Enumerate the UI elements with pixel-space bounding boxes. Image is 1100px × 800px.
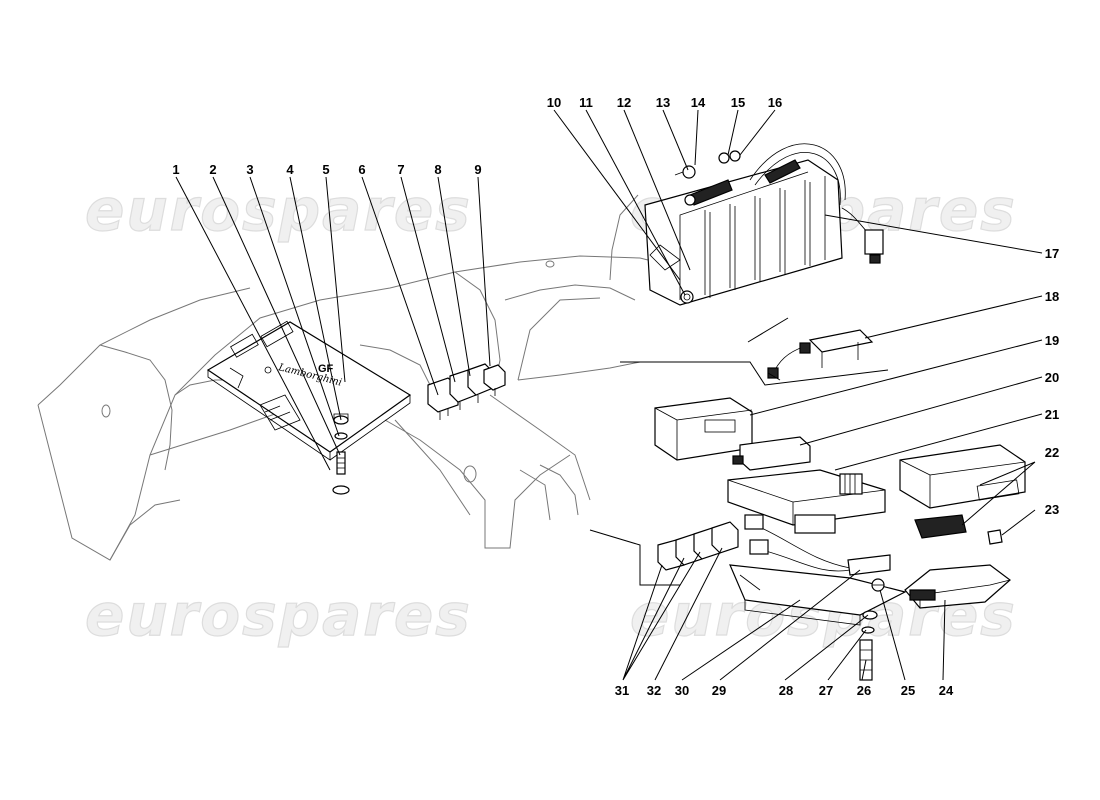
callout-29: 29 xyxy=(712,683,726,698)
part-18-frame xyxy=(620,317,889,386)
callout-26: 26 xyxy=(857,683,871,698)
relay-cluster-lower xyxy=(589,521,739,586)
callout-23: 23 xyxy=(1045,502,1059,517)
watermark-top-left: eurospares xyxy=(85,176,472,244)
callout-12: 12 xyxy=(617,95,631,110)
callout-6: 6 xyxy=(358,162,365,177)
callout-11: 11 xyxy=(579,95,593,110)
callout-31: 31 xyxy=(615,683,629,698)
callout-2: 2 xyxy=(209,162,216,177)
callout-21: 21 xyxy=(1045,407,1059,422)
callout-28: 28 xyxy=(779,683,793,698)
watermark-bottom-left: eurospares xyxy=(85,581,472,649)
callout-10: 10 xyxy=(547,95,561,110)
callout-18: 18 xyxy=(1045,289,1059,304)
callout-32: 32 xyxy=(647,683,661,698)
wiring-harness-29 xyxy=(744,514,891,576)
fuse-23 xyxy=(987,529,1003,545)
electronic-unit-22 xyxy=(899,444,1026,539)
callout-4: 4 xyxy=(286,162,294,177)
callout-7: 7 xyxy=(397,162,404,177)
callout-27: 27 xyxy=(819,683,833,698)
callout-20: 20 xyxy=(1045,370,1059,385)
callout-13: 13 xyxy=(656,95,670,110)
control-module-19 xyxy=(654,397,753,461)
callout-19: 19 xyxy=(1045,333,1059,348)
callout-labels: 1 2 3 4 5 6 7 8 9 10 11 12 13 14 15 16 1… xyxy=(172,95,1059,698)
callout-1: 1 xyxy=(172,162,179,177)
callout-16: 16 xyxy=(768,95,782,110)
mounting-tray-30 xyxy=(729,564,907,626)
leader-lines xyxy=(175,109,1043,681)
ecu-control-unit: Lamborghini GF xyxy=(206,320,412,461)
callout-25: 25 xyxy=(901,683,915,698)
callout-15: 15 xyxy=(731,95,745,110)
bracket-part-18 xyxy=(767,329,874,381)
callout-30: 30 xyxy=(675,683,689,698)
ecu-mounting-hardware xyxy=(332,413,350,495)
control-box-21 xyxy=(727,469,886,534)
fuse-box-assembly xyxy=(609,143,884,306)
relay-20 xyxy=(732,436,811,471)
callout-5: 5 xyxy=(322,162,329,177)
callout-3: 3 xyxy=(246,162,253,177)
control-unit-24 xyxy=(904,564,1011,609)
callout-9: 9 xyxy=(474,162,481,177)
relay-cluster-upper xyxy=(427,363,506,420)
callout-22: 22 xyxy=(1045,445,1059,460)
callout-24: 24 xyxy=(939,683,954,698)
callout-8: 8 xyxy=(434,162,441,177)
callout-17: 17 xyxy=(1045,246,1059,261)
callout-14: 14 xyxy=(691,95,706,110)
